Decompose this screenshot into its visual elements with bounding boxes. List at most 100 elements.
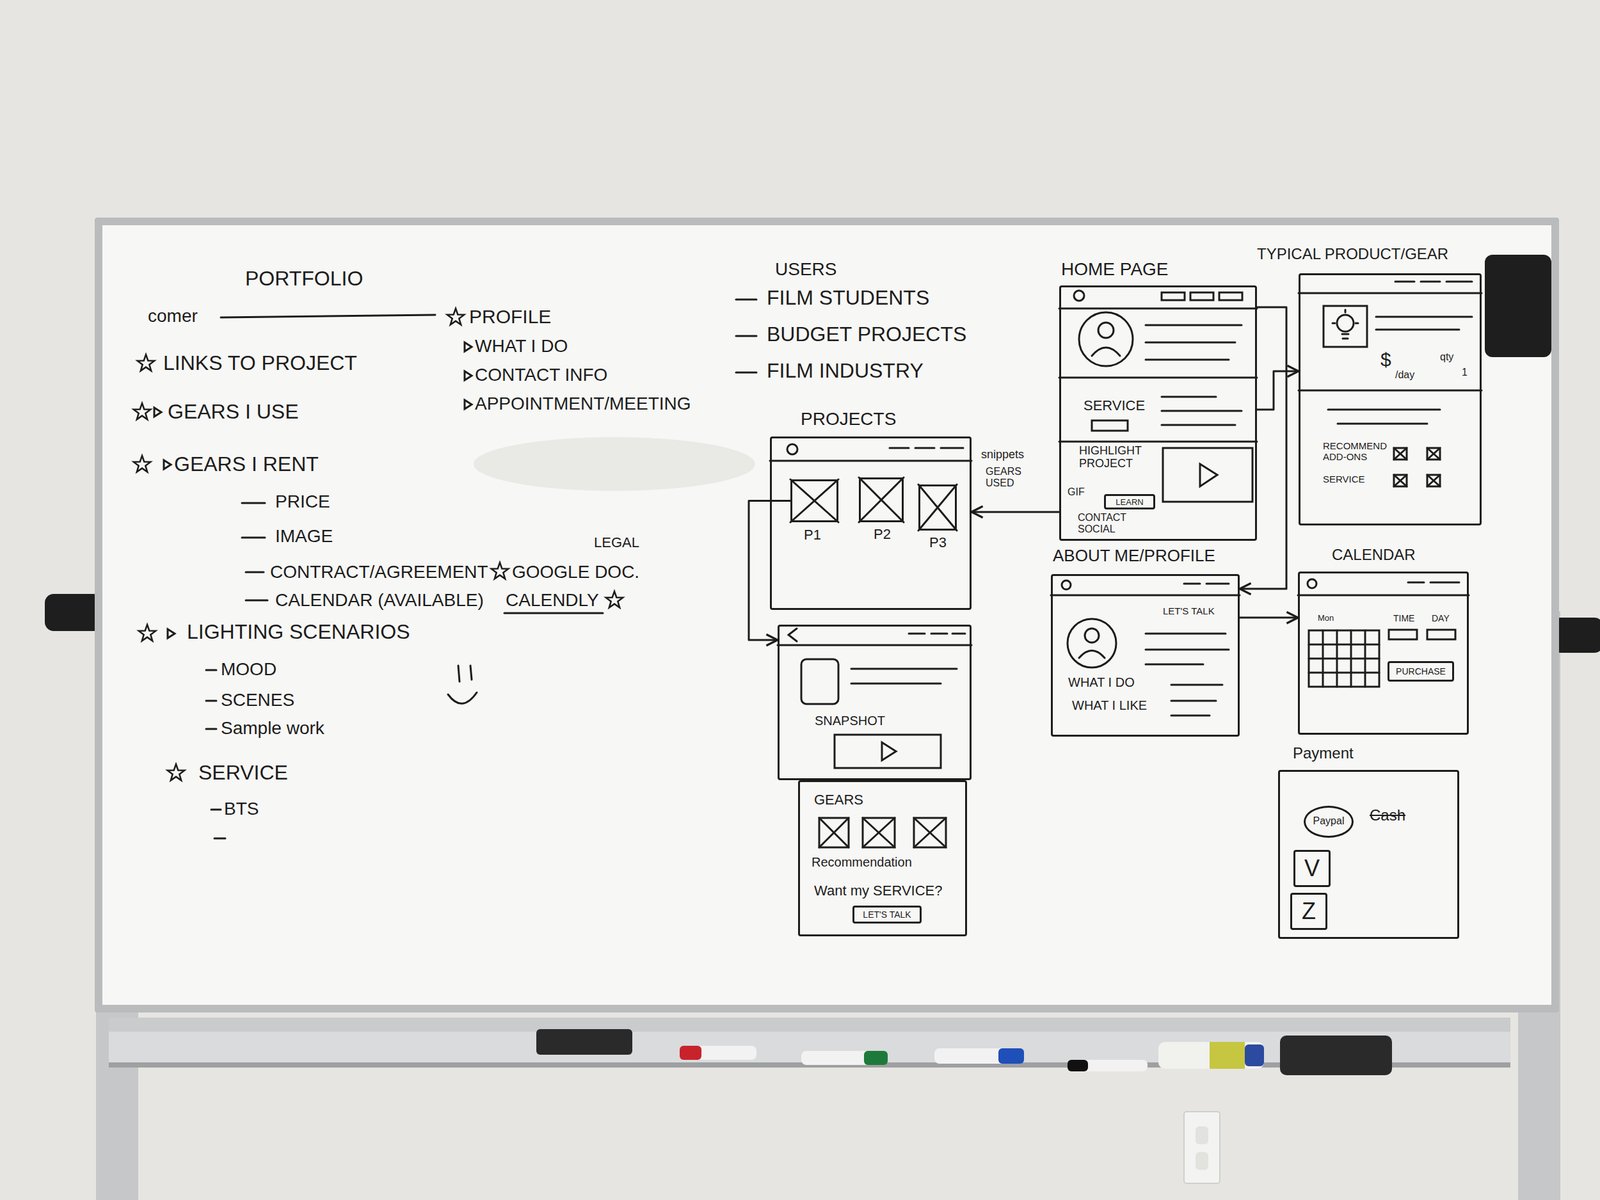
- bullet-marks: [167, 764, 185, 781]
- wireframe-text: CONTACT SOCIAL: [1077, 512, 1149, 536]
- wireframe-sketch: [1427, 474, 1440, 487]
- wireframe-text: /day: [1395, 369, 1415, 381]
- marker-tray: [108, 1017, 1511, 1076]
- marker-tray: [1067, 1059, 1148, 1072]
- marker-tray: [864, 1050, 888, 1065]
- stand: [44, 593, 103, 632]
- bullet-marks: [464, 371, 472, 381]
- bullet-marks: [137, 354, 155, 371]
- wireframe-sketch: [1145, 648, 1229, 651]
- wireframe-sketch: [1342, 337, 1348, 340]
- button-text: Paypal: [1313, 815, 1345, 827]
- page-heading: TYPICAL PRODUCT/GEAR: [1256, 245, 1449, 264]
- note-text: CALENDAR (AVAILABLE): [275, 590, 484, 610]
- wireframe-sketch: [1408, 581, 1424, 584]
- page-heading: ABOUT ME/PROFILE: [1052, 546, 1216, 566]
- bullet-marks: [606, 591, 624, 608]
- bullet-marks: [241, 536, 265, 539]
- note-text: GOOGLE DOC.: [512, 561, 640, 582]
- bullet-marks: [491, 562, 509, 579]
- wireframe-sketch: [1145, 324, 1242, 327]
- wireframe-sketch: [1059, 440, 1257, 443]
- wireframe-sketch: [881, 742, 896, 761]
- wireframe-sketch: [1067, 618, 1117, 668]
- marker-tray: [1209, 1041, 1245, 1069]
- wireframe-sketch: [1328, 408, 1440, 411]
- bullet-marks: [464, 400, 472, 409]
- wireframe-page: HOME PAGESERVICEHIGHLIGHT PROJECTGIFCONT…: [1059, 285, 1257, 541]
- note-text: BTS: [224, 798, 259, 819]
- button: PURCHASE: [1387, 661, 1455, 682]
- note-text: APPOINTMENT/MEETING: [474, 393, 692, 414]
- thumbnail-caption: P3: [929, 535, 947, 552]
- button: LEARN: [1104, 494, 1156, 510]
- bullet-marks: [167, 629, 175, 639]
- wireframe-sketch: [931, 632, 948, 635]
- wireframe-sketch: [1342, 333, 1349, 336]
- note-text: CONTACT INFO: [474, 364, 608, 385]
- bullet-marks: [245, 599, 268, 602]
- board-title: PORTFOLIO: [245, 267, 363, 291]
- note-text: FILM STUDENTS: [766, 286, 930, 310]
- wireframe-sketch: [1395, 280, 1415, 283]
- page-heading: HOME PAGE: [1061, 259, 1169, 280]
- marker-tray: [998, 1048, 1024, 1064]
- wireframe-sketch: [1050, 594, 1240, 597]
- note-text: CONTRACT/AGREEMENT: [270, 561, 489, 582]
- wireframe-text: qty: [1440, 351, 1454, 363]
- wireframe-sketch: [1393, 448, 1407, 460]
- wireframe-sketch: [1079, 650, 1105, 659]
- note-text: PRICE: [275, 491, 331, 512]
- wireframe-sketch: [1420, 280, 1440, 283]
- wireframe-page: SNAPSHOT: [777, 624, 972, 781]
- note-text: WHAT I DO: [474, 336, 568, 356]
- bullet-marks: [504, 612, 603, 615]
- note-text: FILM INDUSTRY: [766, 359, 924, 383]
- wireframe-sketch: [1161, 396, 1216, 399]
- note-text: snippets: [981, 448, 1024, 461]
- note-text: GEARS I USE: [167, 400, 299, 424]
- wireframe-sketch: [940, 447, 964, 450]
- wireframe-sketch: [769, 460, 972, 463]
- wireframe-section: GEARSRecommendationWant my SERVICE?LET'S…: [798, 780, 968, 937]
- wireframe-sketch: [787, 444, 798, 455]
- marker-tray: [1280, 1035, 1392, 1076]
- arrow-connector: [971, 510, 1060, 513]
- wireframe-text: SERVICE: [1322, 474, 1366, 486]
- wireframe-page: PaymentCashPaypalVZ: [1278, 769, 1460, 939]
- wireframe-sketch: [1206, 583, 1229, 585]
- bullet-marks: [163, 460, 171, 470]
- wireframe-sketch: [858, 477, 904, 523]
- app-letter: Z: [1301, 898, 1316, 925]
- wireframe-sketch: [918, 484, 957, 531]
- wireframe-sketch: [1427, 629, 1456, 640]
- wireframe-sketch: [915, 447, 935, 450]
- wireframe-text: HIGHLIGHT PROJECT: [1079, 444, 1160, 470]
- note-text: PROFILE: [469, 305, 552, 328]
- wireframe-sketch: [1059, 307, 1257, 310]
- wireframe-sketch: [889, 447, 909, 450]
- bullet-marks: [133, 403, 152, 420]
- wireframe-sketch: [851, 682, 941, 685]
- wireframe-sketch: [1427, 448, 1440, 460]
- wireframe-sketch: [1393, 474, 1407, 487]
- wireframe-sketch: [1376, 328, 1460, 331]
- wireframe-sketch: [851, 668, 957, 671]
- wireframe-sketch: [952, 632, 966, 635]
- wireframe-sketch: [1145, 632, 1226, 635]
- marker-tray: [108, 1017, 1511, 1032]
- wireframe-sketch: [1336, 314, 1354, 332]
- marker-tray: [1244, 1044, 1264, 1067]
- image-thumbnail: P1: [790, 479, 839, 523]
- wireframe-sketch: [1219, 292, 1243, 301]
- wireframe-sketch: [862, 817, 895, 848]
- button: LET'S TALK: [852, 905, 922, 924]
- wireframe-sketch: [862, 817, 895, 848]
- wireframe-text: LET'S TALK: [1162, 606, 1215, 617]
- wireframe-sketch: [1091, 420, 1128, 431]
- note-text: BUDGET PROJECTS: [766, 323, 967, 347]
- marker-tray: [934, 1048, 1024, 1064]
- crossed-out-text: Cash: [1369, 807, 1406, 825]
- wireframe-sketch: [1308, 657, 1380, 660]
